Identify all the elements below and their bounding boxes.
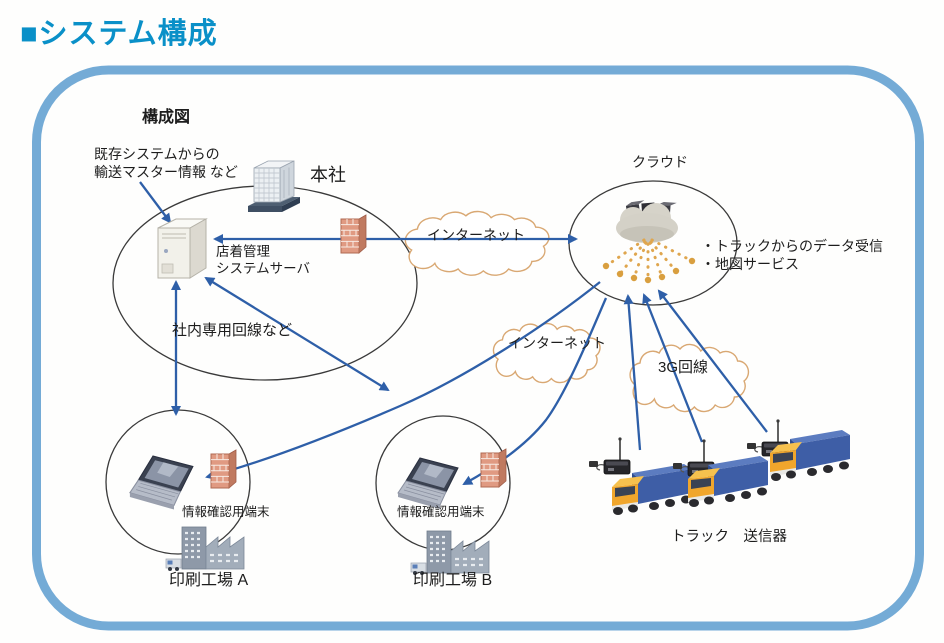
diagram-frame: [32, 65, 924, 631]
firewall-icon: [340, 214, 367, 254]
cloud-server-icon: [602, 200, 696, 284]
line-truck2-to-cloud: [642, 293, 704, 443]
transmitter-icon: [588, 436, 631, 475]
trucks-transmitter-label: トラック 送信器: [671, 529, 787, 545]
firewall-icon: [480, 448, 507, 488]
line-cloud-to-terminal-a: [205, 281, 601, 480]
existing-system-note: 既存システムからの 輸送マスター情報 など: [94, 146, 238, 180]
terminal-a-label: 情報確認用端末: [182, 505, 270, 519]
factory-icon: [164, 525, 246, 573]
intranet-line-label: 社内専用回線など: [172, 322, 293, 339]
cloud-services-note: ・トラックからのデータ受信 ・地図サービス: [701, 238, 883, 272]
factory-icon: [409, 529, 491, 577]
terminal-b-label: 情報確認用端末: [397, 505, 485, 519]
arrow-server-factory-b: [204, 276, 390, 392]
page-title: ■システム構成: [20, 18, 218, 50]
head-office-group-ellipse: [112, 185, 418, 381]
cloud-3g: [629, 343, 750, 413]
factory-a-label: 印刷工場 A: [169, 572, 249, 589]
line-truck3-to-cloud: [657, 289, 768, 433]
internet-cloud-2: [492, 322, 601, 384]
office-building-icon: [248, 160, 300, 212]
line-truck1-to-cloud: [623, 294, 642, 451]
3g-line-label: 3G回線: [658, 359, 709, 376]
factory-b-label: 印刷工場 B: [413, 572, 493, 589]
laptop-icon: [129, 455, 194, 511]
internet-cloud-1-label: インターネット: [427, 227, 525, 243]
server-label: 店着管理 システムサーバ: [216, 244, 310, 277]
laptop-icon: [397, 457, 459, 510]
truck-icon: [770, 430, 850, 481]
cloud-label: クラウド: [632, 154, 688, 170]
server-tower-icon: [157, 218, 208, 279]
head-office-label: 本社: [310, 165, 346, 185]
firewall-icon: [210, 449, 237, 489]
internet-cloud-2-label: インターネット: [508, 335, 606, 351]
arrow-existing-to-server: [139, 181, 172, 224]
diagram-caption: 構成図: [142, 109, 191, 126]
